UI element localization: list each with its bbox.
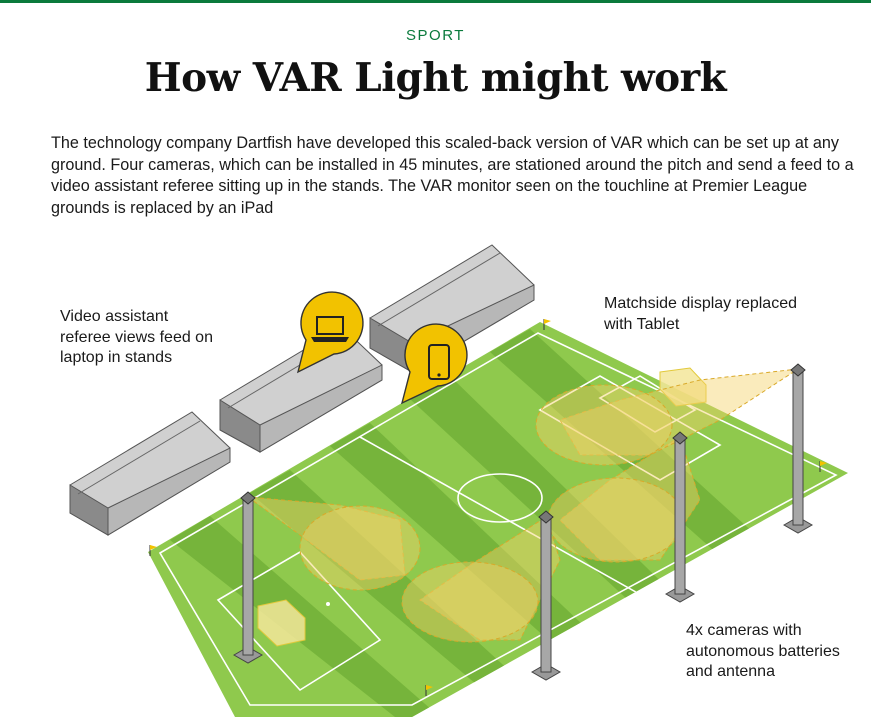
- top-rule: [0, 0, 871, 3]
- intro-paragraph: The technology company Dartfish have dev…: [51, 134, 854, 217]
- corner-flag-top: [543, 319, 551, 330]
- camera-pole-3: [664, 431, 696, 603]
- section-kicker[interactable]: SPORT: [406, 27, 465, 44]
- page-title: How VAR Light might work: [144, 55, 727, 101]
- laptop-icon: [311, 316, 349, 342]
- goal-left: [257, 599, 306, 647]
- stand-left: [69, 411, 231, 536]
- tablet-icon: [428, 344, 450, 380]
- corner-flag-left: [149, 545, 157, 556]
- camera-pole-4: [782, 363, 814, 534]
- camera-field-of-view: [246, 368, 799, 643]
- callout-var-laptop: Video assistant referee views feed on la…: [60, 308, 213, 366]
- stand-middle: [219, 326, 383, 453]
- camera-pole-1: [232, 491, 264, 664]
- callout-cameras: 4x cameras with autonomous batteries and…: [686, 622, 840, 680]
- tablet-marker: [400, 323, 468, 405]
- goal-right: [659, 367, 707, 407]
- corner-flag-right: [819, 461, 827, 472]
- camera-pole-2: [530, 510, 562, 681]
- corner-flag-bottom: [425, 685, 433, 696]
- callout-tablet: Matchside display replaced with Tablet: [604, 295, 797, 333]
- laptop-marker: [296, 291, 364, 374]
